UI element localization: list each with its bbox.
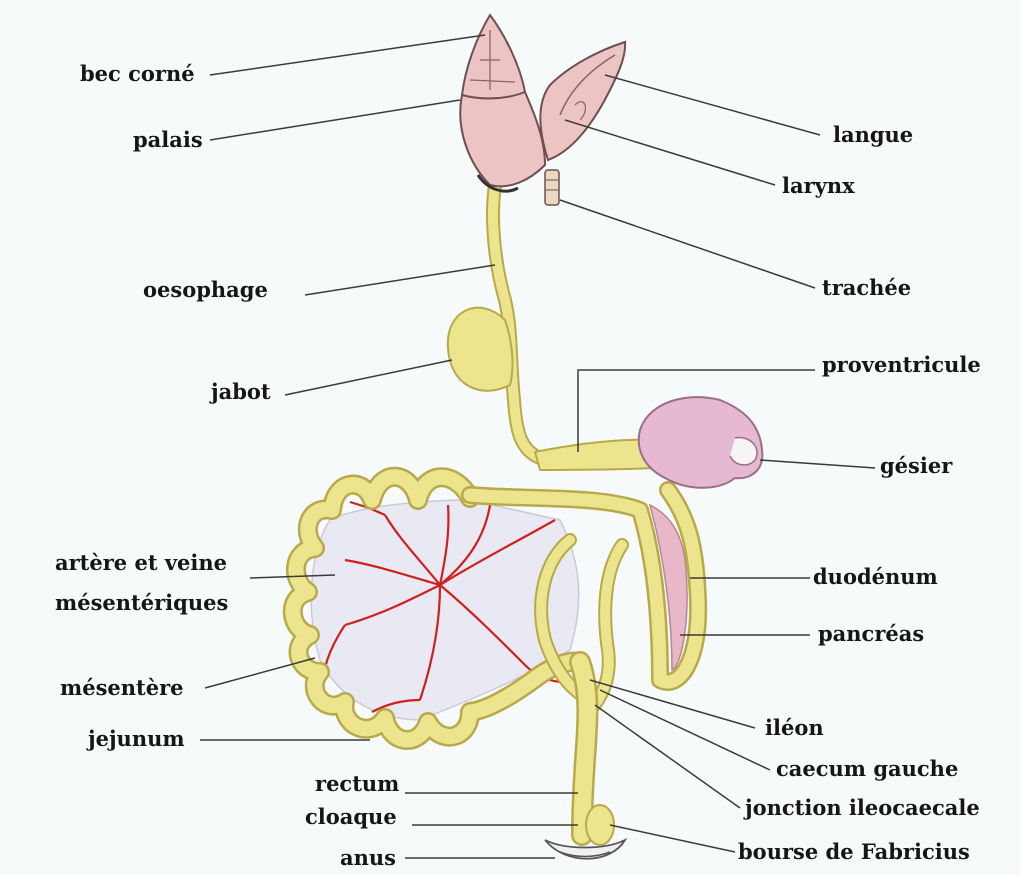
label-mesentere: mésentère: [60, 676, 184, 700]
label-proventricule: proventricule: [822, 353, 981, 377]
label-artere-veine-1: artère et veine: [55, 551, 227, 575]
label-bourse-fabricius: bourse de Fabricius: [738, 840, 970, 864]
label-bec-corne: bec corné: [80, 62, 195, 86]
label-trachee: trachée: [822, 276, 911, 300]
label-caecum-gauche: caecum gauche: [776, 757, 958, 781]
tongue-langue: [540, 42, 625, 160]
label-anus: anus: [340, 846, 396, 870]
label-palais: palais: [133, 128, 203, 152]
label-jonction-ileocaecale: jonction ileocaecale: [745, 796, 980, 820]
label-artere-veine-2: mésentériques: [55, 591, 228, 615]
crop-jabot: [448, 308, 513, 391]
label-cloaque: cloaque: [305, 805, 397, 829]
label-langue: langue: [833, 123, 913, 147]
label-duodenum: duodénum: [813, 565, 938, 589]
label-jejunum: jejunum: [88, 727, 185, 751]
label-oesophage: oesophage: [143, 278, 268, 302]
label-larynx: larynx: [782, 174, 855, 198]
label-gesier: gésier: [880, 454, 952, 478]
trachea-stub: [545, 170, 559, 205]
beak-upper: [462, 15, 525, 98]
palate-head: [460, 92, 545, 186]
label-pancreas: pancréas: [818, 622, 924, 646]
label-ileon: iléon: [765, 716, 824, 740]
bursa-fabricius: [586, 805, 614, 845]
label-jabot: jabot: [211, 380, 271, 404]
label-rectum: rectum: [315, 772, 399, 796]
